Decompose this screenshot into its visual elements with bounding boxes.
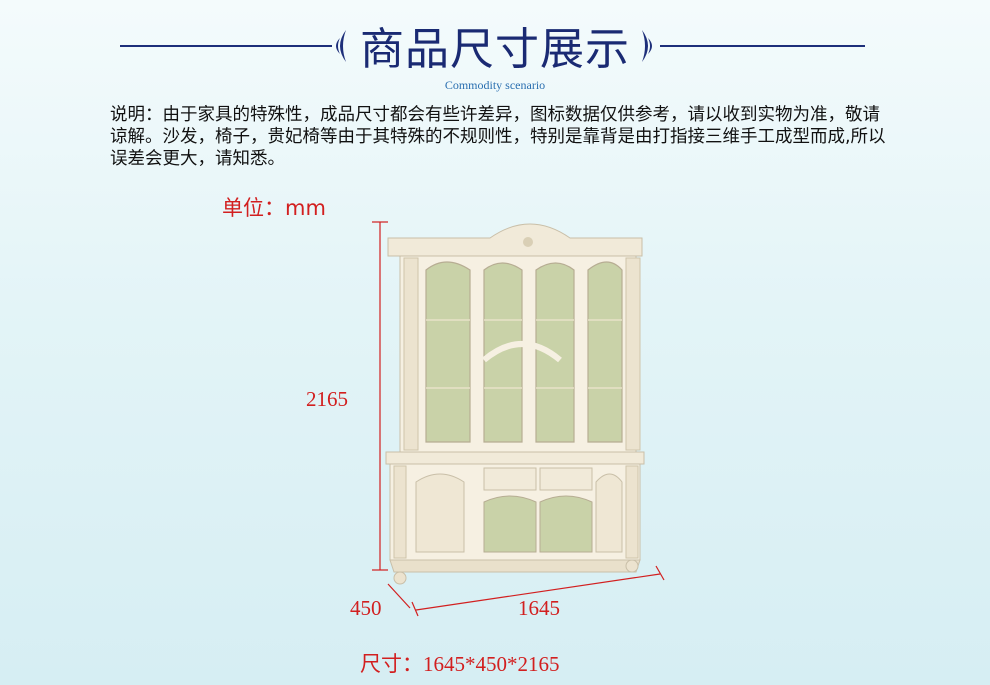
header-rule-left	[120, 45, 332, 47]
height-dimension: 2165	[306, 387, 348, 411]
header-ornament-left-icon	[336, 30, 346, 62]
description-text: 说明：由于家具的特殊性，成品尺寸都会有些许差异，图标数据仅供参考，请以收到实物为…	[110, 105, 886, 169]
header-ornament-right-icon	[642, 30, 652, 62]
page-title: 商品尺寸展示	[360, 24, 630, 75]
unit-label: 单位：mm	[222, 196, 326, 220]
page-subtitle: Commodity scenario	[444, 78, 546, 92]
cabinet-upper	[387, 223, 643, 453]
dimension-lines	[372, 221, 665, 617]
page-header: 商品尺寸展示 Commodity scenario	[0, 0, 990, 100]
width-dimension: 1645	[518, 596, 560, 620]
size-summary-label: 尺寸：	[360, 652, 423, 676]
cabinet-lower	[385, 451, 645, 585]
size-summary-value: 1645*450*2165	[423, 652, 560, 676]
depth-dimension: 450	[350, 596, 382, 620]
header-rule-right	[660, 45, 865, 47]
size-summary: 尺寸：1645*450*2165	[360, 648, 560, 678]
cabinet-illustration	[372, 221, 665, 617]
